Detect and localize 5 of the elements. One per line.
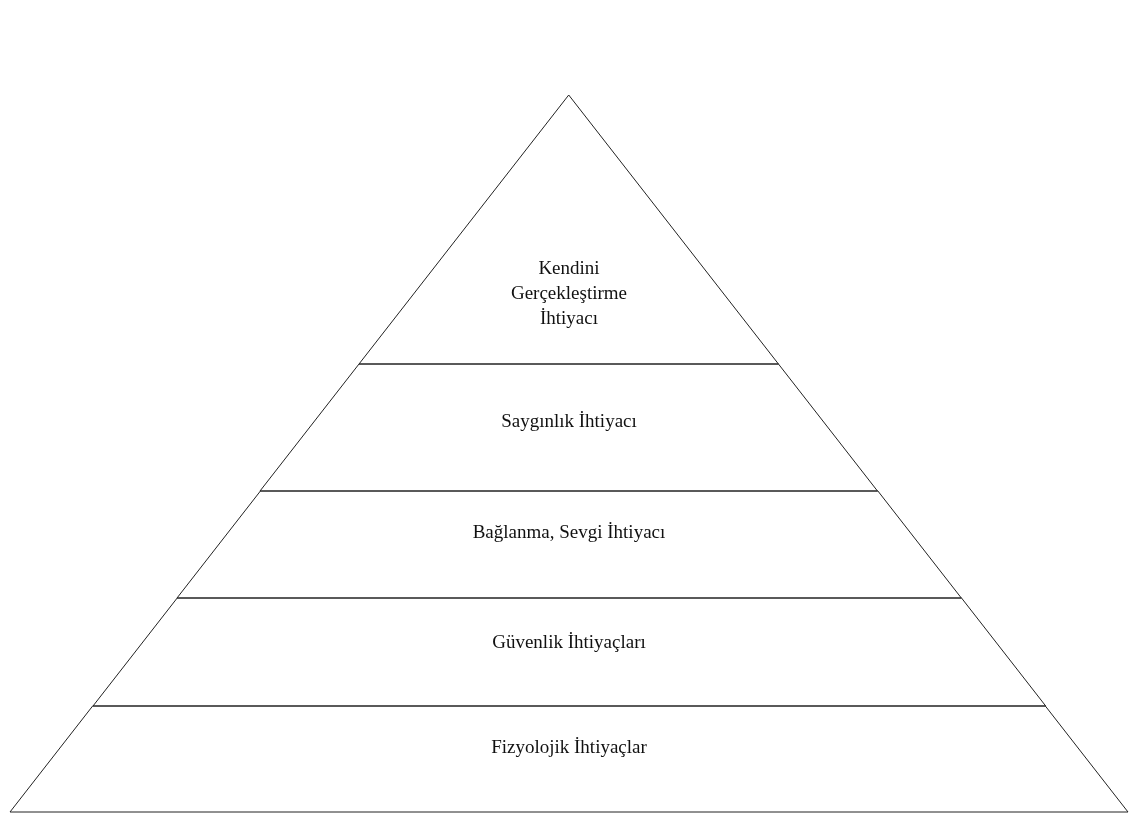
level-label: Güvenlik İhtiyaçları: [492, 629, 646, 654]
level-label: Saygınlık İhtiyacı: [501, 408, 637, 433]
level-label: Fizyolojik İhtiyaçlar: [491, 734, 647, 759]
level-label: Kendini Gerçekleştirme İhtiyacı: [509, 255, 628, 330]
level-label: Bağlanma, Sevgi İhtiyacı: [472, 519, 666, 544]
